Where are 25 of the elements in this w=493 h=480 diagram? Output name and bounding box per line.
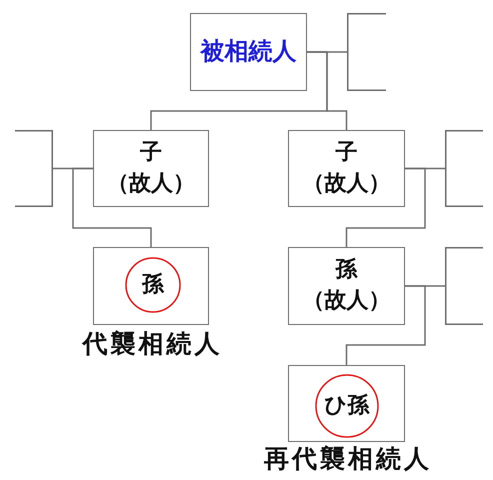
relation-label: 孫 <box>142 270 164 299</box>
person-box <box>190 13 307 91</box>
person-box <box>93 130 209 207</box>
relation-label: 孫 <box>336 256 358 284</box>
caption-label: 再代襲相続人 <box>263 445 432 472</box>
relation-label: （故人） <box>302 287 390 315</box>
open-box <box>15 130 53 207</box>
circle-mark <box>315 374 379 438</box>
connector-line <box>346 168 426 247</box>
person-box <box>288 130 405 207</box>
open-box <box>347 13 386 91</box>
relation-label: 子 <box>336 138 358 167</box>
relation-label: （故人） <box>107 170 195 198</box>
relation-label: 子 <box>140 138 162 167</box>
open-box <box>445 247 483 325</box>
connector-line <box>346 285 426 365</box>
connector-line <box>72 168 152 247</box>
person-box <box>288 247 405 325</box>
open-box <box>445 130 483 207</box>
relation-label: ひ孫 <box>324 392 370 420</box>
caption-label: 代襲相続人 <box>80 330 222 358</box>
relation-label: （故人） <box>302 170 390 198</box>
circle-mark <box>125 257 181 313</box>
connector-line <box>307 51 348 130</box>
relation-label: 被相続人 <box>200 36 296 68</box>
